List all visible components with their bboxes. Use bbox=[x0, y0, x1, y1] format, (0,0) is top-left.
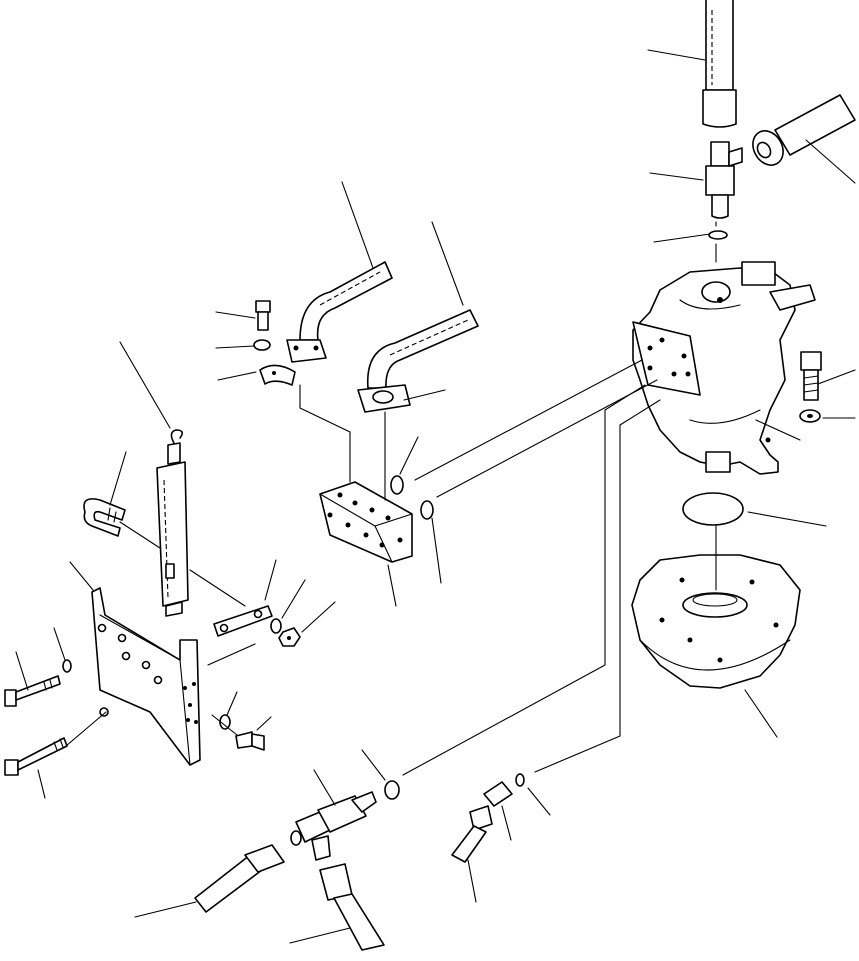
hydraulic-cylinder bbox=[156, 429, 189, 617]
bolt-right bbox=[800, 351, 822, 401]
split-flange-bottom bbox=[357, 384, 411, 413]
washer-clamp bbox=[270, 618, 282, 634]
u-bolt bbox=[83, 498, 126, 537]
bolt-flange bbox=[255, 300, 271, 331]
angled-hose-right bbox=[752, 94, 856, 166]
hose-bottom-center bbox=[319, 863, 385, 951]
o-ring-manifold-b bbox=[420, 500, 434, 520]
hose-bottom-left bbox=[194, 844, 285, 913]
split-flange-top bbox=[286, 339, 327, 363]
vertical-hose-top bbox=[702, 0, 737, 128]
tee-fitting bbox=[290, 791, 377, 861]
o-ring-manifold-a bbox=[390, 475, 404, 495]
mounting-bracket bbox=[91, 587, 201, 766]
elbow-pipe-left bbox=[299, 261, 393, 341]
bolt-bracket-top bbox=[4, 675, 61, 707]
bolt-bracket-long bbox=[4, 737, 68, 776]
manifold-block bbox=[319, 481, 413, 563]
clamp-plate bbox=[213, 605, 273, 637]
large-o-ring bbox=[682, 492, 744, 526]
gear-housing bbox=[631, 554, 801, 689]
elbow-pipe-right bbox=[366, 309, 479, 389]
callout-leaders bbox=[15, 49, 856, 944]
washer-bracket-top bbox=[62, 659, 72, 673]
bolt-bracket-side bbox=[235, 731, 265, 751]
nut-clamp bbox=[278, 627, 301, 647]
washer-flange bbox=[253, 339, 271, 351]
swivel-fitting bbox=[705, 141, 743, 219]
o-ring-top bbox=[708, 230, 728, 240]
valve-housing bbox=[632, 261, 816, 475]
elbow-fitting-small bbox=[451, 773, 525, 863]
half-clamp bbox=[259, 364, 296, 386]
o-ring-bottom-left bbox=[384, 780, 400, 800]
connection-lines bbox=[65, 221, 801, 776]
